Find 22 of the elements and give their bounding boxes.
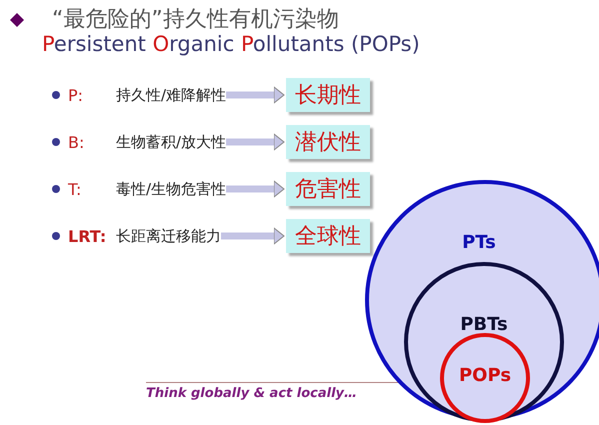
key-letter: LRT: [68,226,108,246]
key-letter: P: [68,86,84,104]
footer-note: Think globally & act locally… [146,386,358,401]
property-text: 毒性/生物危害性 [116,180,226,198]
title: “最危险的”持久性有机污染物 [52,6,339,34]
key-letter: B: [68,132,86,152]
set-label: POPs [458,365,512,386]
key-letter: T: [68,180,82,198]
property-text: 生物蓄积/放大性 [116,132,226,152]
set-label: PTs [461,232,497,253]
property-box: 潜伏性 [286,125,370,159]
arrow [226,86,284,104]
property-box: 长期性 [286,78,370,112]
property-text: 长距离迁移能力 [116,226,221,246]
arrow [226,180,284,198]
subtitle: Persistent Organic Pollutants (POPs) [42,32,420,56]
property-box: 危害性 [286,172,370,206]
arrow [221,228,284,244]
arrow [226,134,284,150]
property-box: 全球性 [286,219,370,253]
set-label: PBTs [459,314,509,335]
property-text: 持久性/难降解性 [116,86,226,104]
